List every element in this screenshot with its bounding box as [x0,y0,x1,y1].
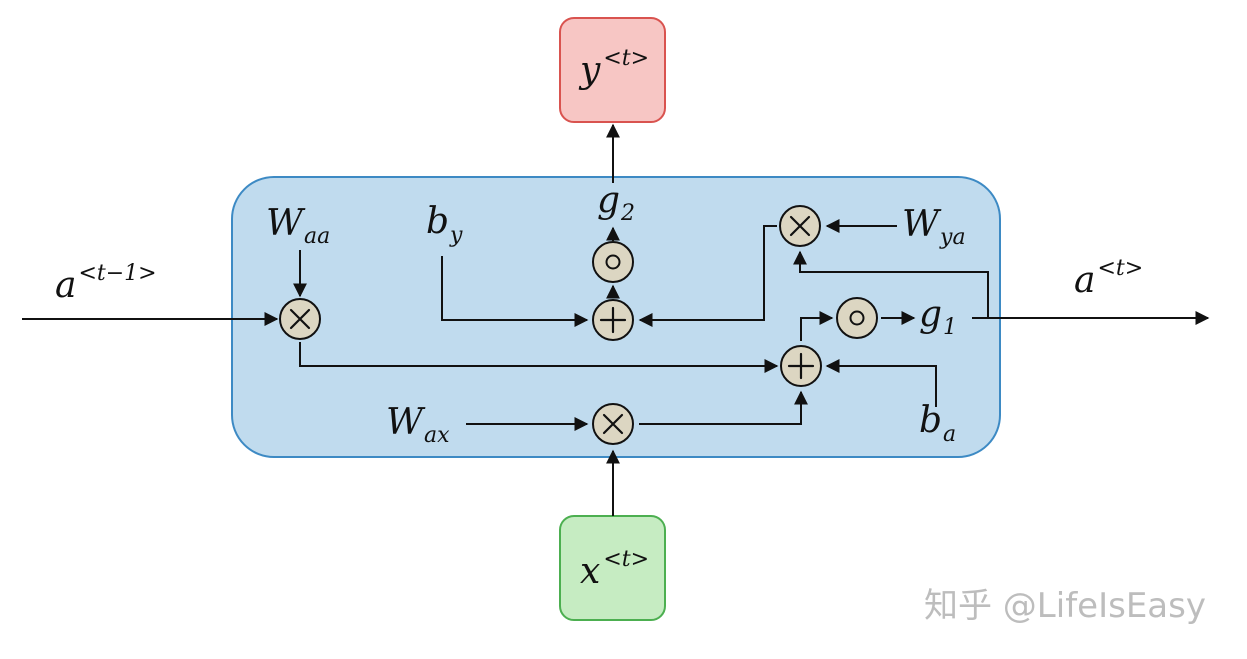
label-a-prev: a<t−1> [55,261,157,306]
label-w-aa: Waa [266,203,330,249]
multiply-icon [279,298,321,340]
watermark: 知乎 @LifeIsEasy [924,586,1206,626]
activation-icon [592,241,634,283]
edge-mul-aa-to-add-a [299,342,779,373]
label-b-y: by [426,201,463,248]
edge-mul-ya-to-add-y [638,225,777,327]
output-box [559,17,666,123]
label-x-t: x<t> [580,547,649,592]
multiply-icon [592,403,634,445]
edge-at-to-mul-ya [793,250,989,318]
label-g-2: g2 [597,180,635,226]
connections [22,123,1210,516]
add-icon [780,345,822,387]
label-y-t: y<t> [578,46,649,91]
labels: a<t−1> a<t> y<t> x<t> Waa Wax Wya by [55,46,1143,592]
edge-add-a-to-act1 [800,311,834,341]
edge-mul-x-to-add-a [639,390,808,425]
label-w-ya: Wya [902,204,966,250]
add-icon [592,299,634,341]
operator-nodes [279,205,878,445]
multiply-icon [779,205,821,247]
label-w-ax: Wax [386,402,450,448]
edge-by-to-add-y [441,256,589,327]
label-b-a: ba [919,400,956,447]
label-g-1: g1 [919,294,957,340]
label-a-t: a<t> [1074,256,1143,301]
edge-ba-to-add-a [825,359,937,407]
activation-icon [836,297,878,339]
